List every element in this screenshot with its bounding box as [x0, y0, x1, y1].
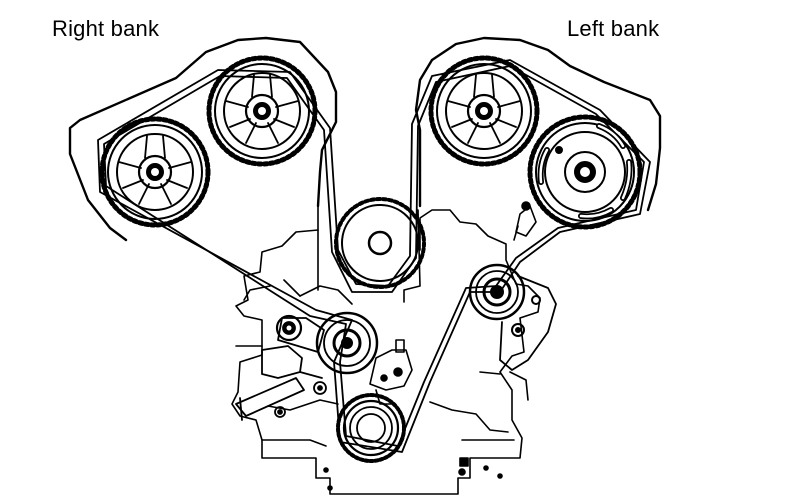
- right-bank-exhaust-cam-sprocket: [99, 116, 211, 228]
- idler-bracket-bolt: [511, 323, 525, 337]
- left-bank-cover: [414, 36, 662, 212]
- left-bank-label: Left bank: [567, 16, 660, 41]
- water-pump-pulley: [334, 197, 426, 289]
- tensioner-pulley: [315, 311, 379, 375]
- idler-bracket-bolt-inner: [515, 327, 521, 333]
- right-bank-label: Right bank: [52, 16, 160, 41]
- left-bank-exhaust-cam-sprocket: [527, 114, 643, 230]
- idler-bracket-bolt-upper: [531, 295, 541, 305]
- cam-sensor-bracket: [513, 201, 537, 241]
- crankshaft-sprocket: [336, 393, 406, 463]
- auto-tensioner: [235, 345, 327, 421]
- idler-bracket: [499, 275, 557, 371]
- tensioner-arm: [275, 314, 325, 353]
- idler-pulley: [468, 263, 526, 321]
- left-bank-intake-cam-sprocket: [428, 55, 540, 167]
- right-bank-intake-cam-sprocket: [206, 55, 318, 167]
- engine-block-outline: [231, 204, 541, 495]
